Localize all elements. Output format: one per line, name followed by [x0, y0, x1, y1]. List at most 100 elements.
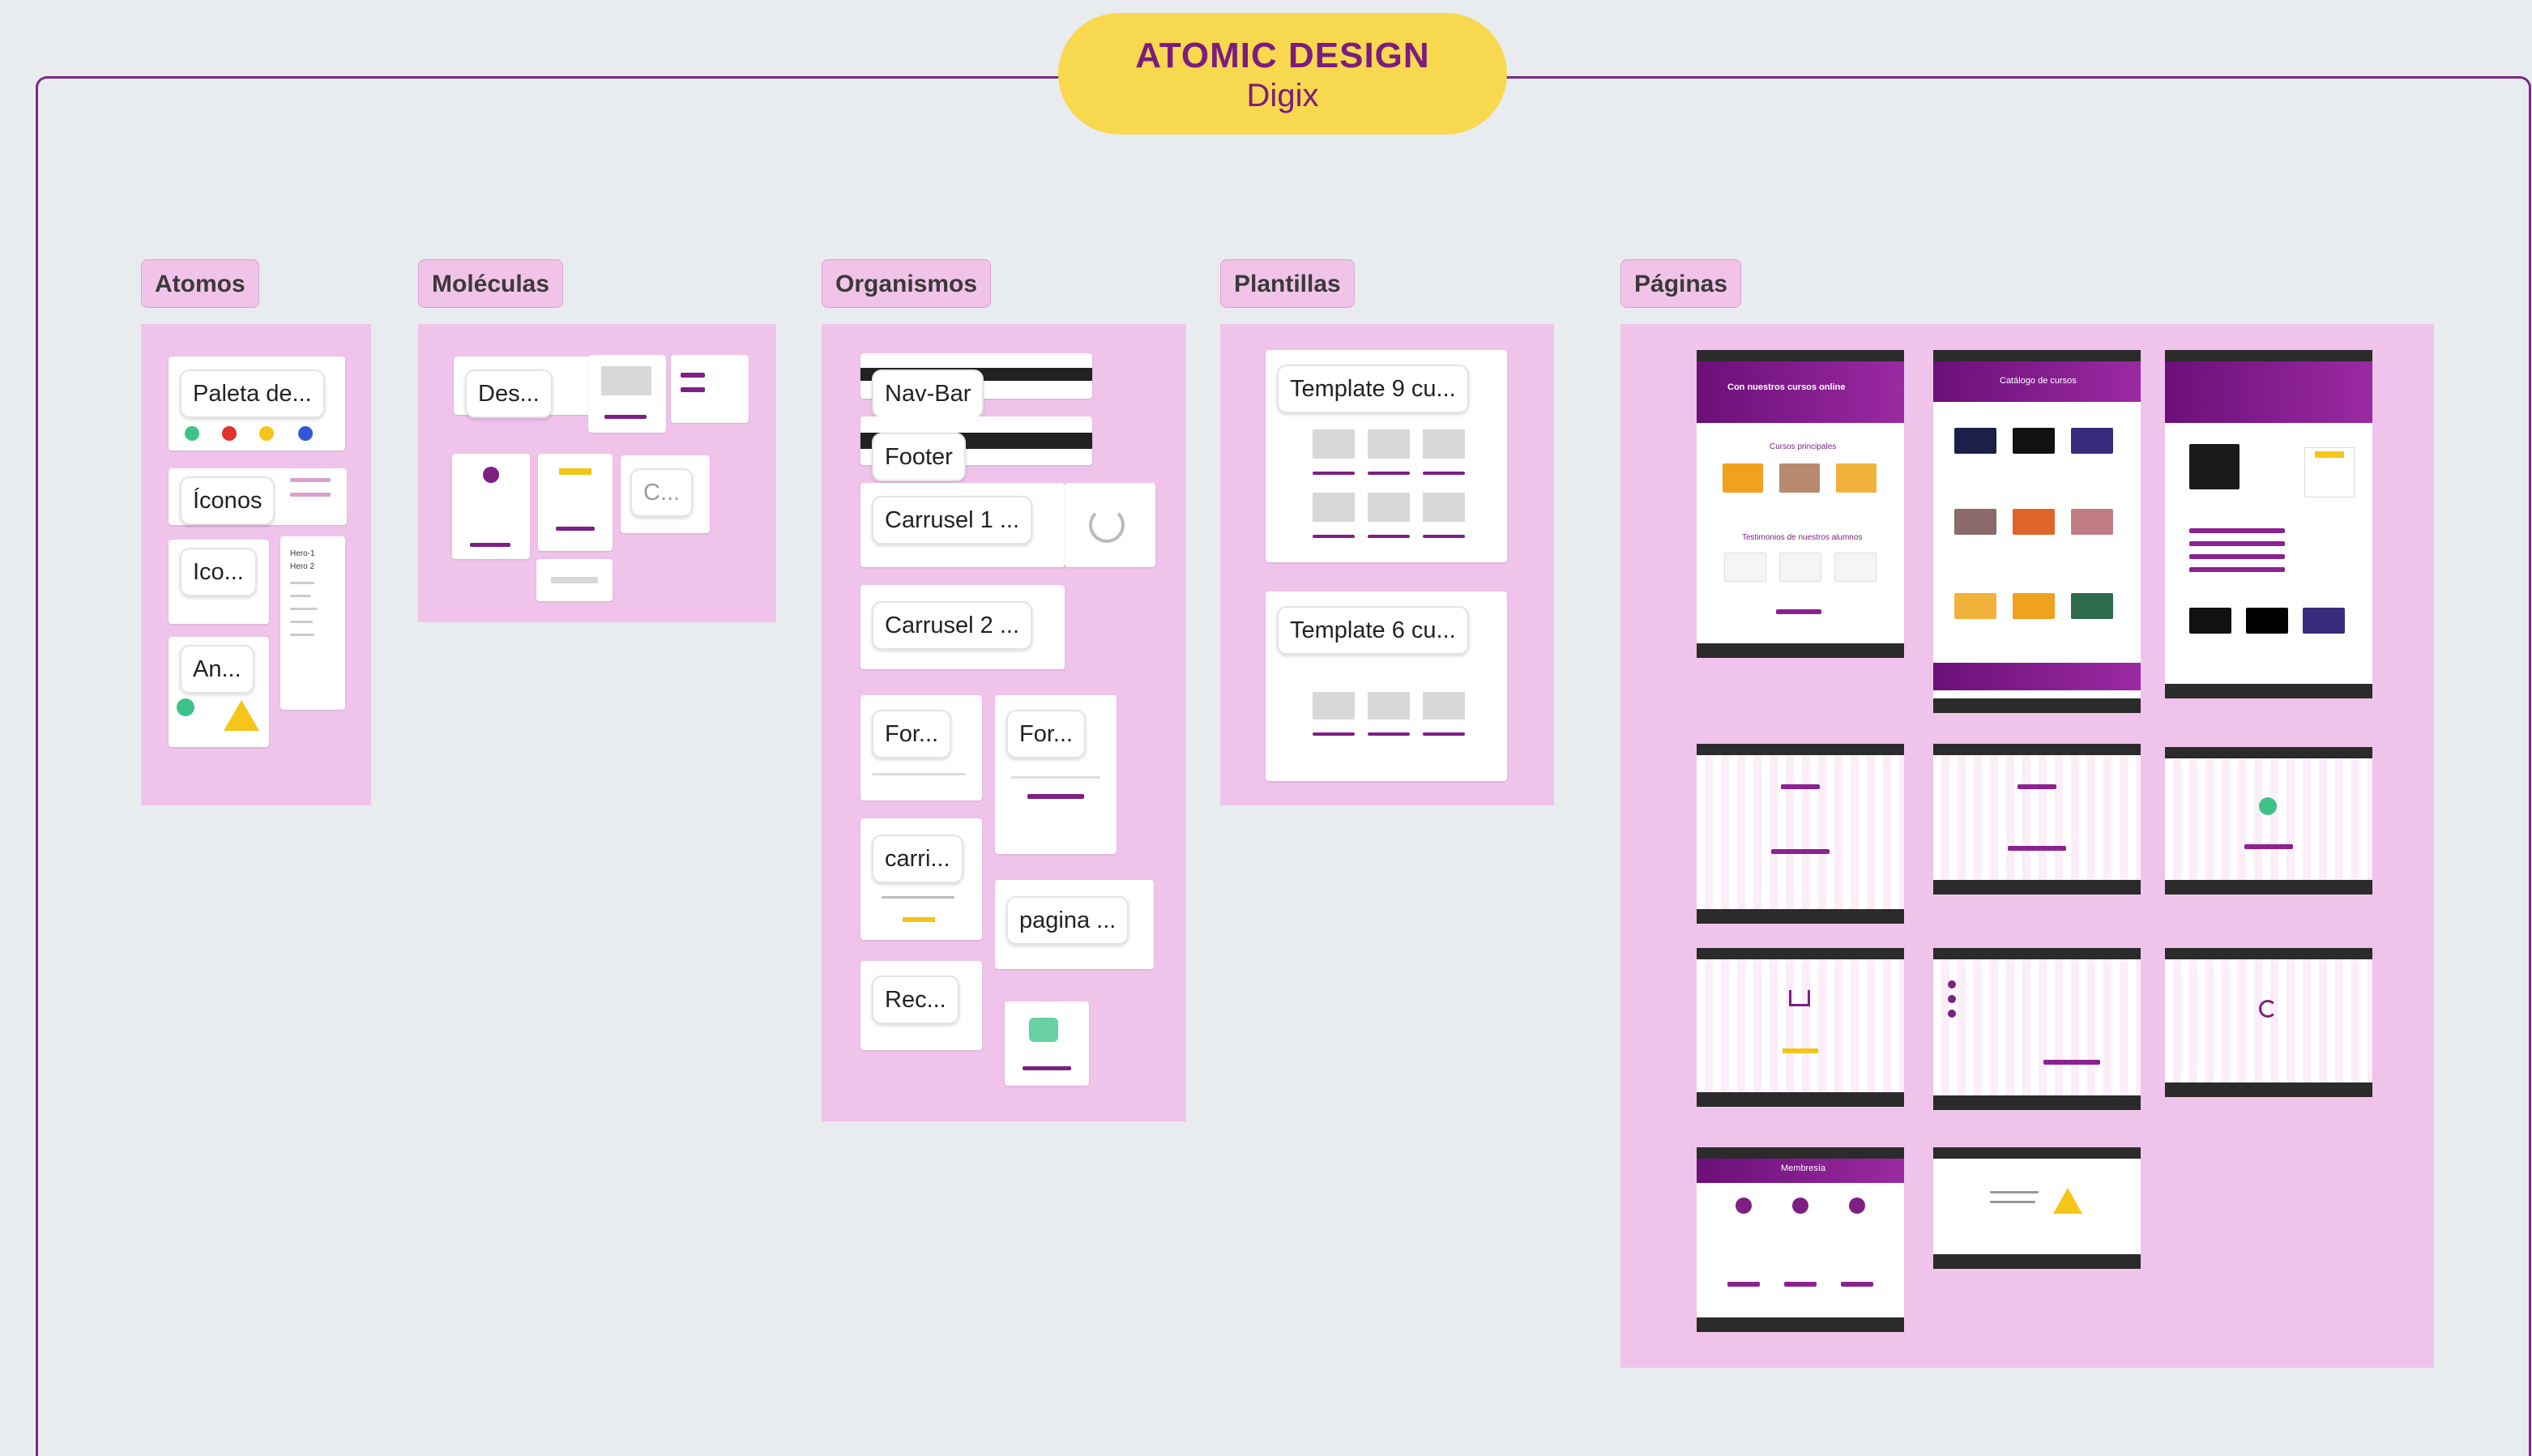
color-swatch-green	[185, 426, 199, 441]
cell-button	[1313, 732, 1355, 736]
plan-button	[1727, 1282, 1760, 1287]
page-empty-cart[interactable]	[1697, 948, 1904, 1107]
page-footer	[1697, 643, 1904, 658]
cell-button	[1368, 535, 1410, 538]
course-image	[1954, 428, 1996, 454]
frame-chip-descripcion[interactable]: Des...	[465, 369, 553, 418]
featured-plan-molecule[interactable]	[538, 454, 613, 551]
frame-chip-carrito[interactable]: carri...	[872, 835, 963, 883]
page-membership[interactable]: Membresía	[1697, 1147, 1904, 1332]
form-header	[1781, 784, 1820, 789]
pay-button	[2043, 1060, 2100, 1065]
success-frame[interactable]	[1005, 1001, 1089, 1086]
frame-chip-template9[interactable]: Template 9 cu...	[1277, 365, 1469, 413]
moleculas-panel: Des... C...	[418, 324, 776, 622]
price-box	[2304, 447, 2355, 497]
section-label-paginas[interactable]: Páginas	[1620, 259, 1742, 308]
frame-chip-ico[interactable]: Ico...	[180, 548, 257, 596]
pricing-card-molecule[interactable]	[452, 454, 530, 559]
plan-button	[556, 527, 595, 531]
grid-cell	[1313, 493, 1355, 522]
hero-title: Membresía	[1781, 1164, 1826, 1173]
frame-chip-navbar[interactable]: Nav-Bar	[872, 369, 984, 418]
frame-chip-pagina[interactable]: pagina ...	[1006, 896, 1129, 945]
page-checkout[interactable]	[1933, 948, 2141, 1110]
frame-chip-loader[interactable]: C...	[630, 468, 694, 517]
cube-icon	[1029, 1018, 1058, 1042]
page-navbar	[1933, 1147, 2141, 1159]
section-label-atomos[interactable]: Atomos	[141, 259, 259, 308]
page-home[interactable]: Con nuestros cursos online Cursos princi…	[1697, 350, 1904, 658]
section-title: Cursos principales	[1770, 442, 1837, 451]
hero-title: Catálogo de cursos	[2000, 376, 2077, 386]
color-swatch-yellow	[259, 426, 274, 441]
page-login[interactable]	[1697, 744, 1904, 924]
section-label-organismos[interactable]: Organismos	[822, 259, 992, 308]
frame-chip-footer[interactable]: Footer	[872, 433, 966, 481]
frame-chip-rec[interactable]: Rec...	[872, 976, 959, 1024]
title-badge[interactable]: ATOMIC DESIGN Digix	[1058, 13, 1507, 134]
board-title: ATOMIC DESIGN	[1135, 36, 1430, 75]
page-navbar	[1697, 948, 1904, 959]
cell-button	[1313, 472, 1355, 475]
hero-title: Con nuestros cursos online	[1727, 382, 1846, 392]
icon-row	[290, 493, 331, 497]
frame-chip-form2[interactable]: For...	[1006, 710, 1087, 758]
plan-icon	[1736, 1198, 1752, 1214]
spinner-frame[interactable]	[1065, 483, 1155, 567]
text-line	[290, 621, 313, 623]
frame-chip-carrusel1[interactable]: Carrusel 1 ...	[872, 496, 1032, 544]
course-image	[1954, 593, 1996, 619]
spinner-icon	[2259, 1000, 2277, 1018]
badge-shape	[559, 468, 591, 475]
paginas-panel: Con nuestros cursos online Cursos princi…	[1620, 324, 2434, 1368]
color-swatch-blue	[298, 426, 313, 441]
page-navbar	[1697, 1147, 1904, 1159]
continue-button	[2244, 844, 2293, 849]
page-body	[1697, 959, 1904, 1092]
text-line	[290, 595, 311, 597]
frame-chip-iconos[interactable]: Íconos	[180, 476, 275, 525]
video-preview	[2189, 444, 2240, 489]
frame-chip-form1[interactable]: For...	[872, 710, 952, 758]
cell-button	[1313, 535, 1355, 538]
grid-cell	[1313, 429, 1355, 459]
page-footer	[1933, 880, 2141, 895]
section-label-moleculas[interactable]: Moléculas	[418, 259, 564, 308]
pill-buttons-molecule[interactable]	[671, 355, 749, 423]
page-course-detail[interactable]	[2165, 350, 2372, 698]
page-register[interactable]	[1933, 744, 2141, 895]
page-success[interactable]	[2165, 747, 2372, 895]
form-line	[1011, 776, 1100, 779]
page-hero	[1697, 361, 1904, 423]
hero-list-item: Hero-1	[290, 549, 315, 558]
page-footer	[1697, 909, 1904, 924]
plan-button	[470, 543, 510, 547]
hero-list-frame[interactable]: Hero-1 Hero 2	[280, 536, 345, 710]
frame-chip-animaciones[interactable]: An...	[180, 645, 254, 694]
step-icon	[1948, 1010, 1956, 1018]
page-loading[interactable]	[2165, 948, 2372, 1097]
frame-chip-paleta[interactable]: Paleta de...	[180, 369, 325, 418]
warning-icon	[224, 700, 259, 731]
course-image	[1779, 463, 1820, 493]
course-image	[2071, 593, 2113, 619]
course-card-molecule[interactable]	[588, 355, 666, 433]
plan-icon	[483, 467, 499, 483]
divider-molecule[interactable]	[536, 559, 613, 601]
page-footer	[2165, 1082, 2372, 1097]
warning-icon	[2053, 1188, 2082, 1214]
page-catalog[interactable]: Catálogo de cursos	[1933, 350, 2141, 713]
hero-list-item: Hero 2	[290, 562, 315, 571]
course-image	[2071, 428, 2113, 454]
grid-cell	[1423, 429, 1465, 459]
lesson-row	[2189, 528, 2285, 533]
page-body	[2165, 758, 2372, 880]
page-navbar	[2165, 747, 2372, 758]
cell-button	[1368, 472, 1410, 475]
text-line	[1990, 1191, 2039, 1193]
frame-chip-carrusel2[interactable]: Carrusel 2 ...	[872, 601, 1032, 650]
page-alert[interactable]	[1933, 1147, 2141, 1269]
section-label-plantillas[interactable]: Plantillas	[1220, 259, 1355, 308]
frame-chip-template6[interactable]: Template 6 cu...	[1277, 606, 1469, 655]
